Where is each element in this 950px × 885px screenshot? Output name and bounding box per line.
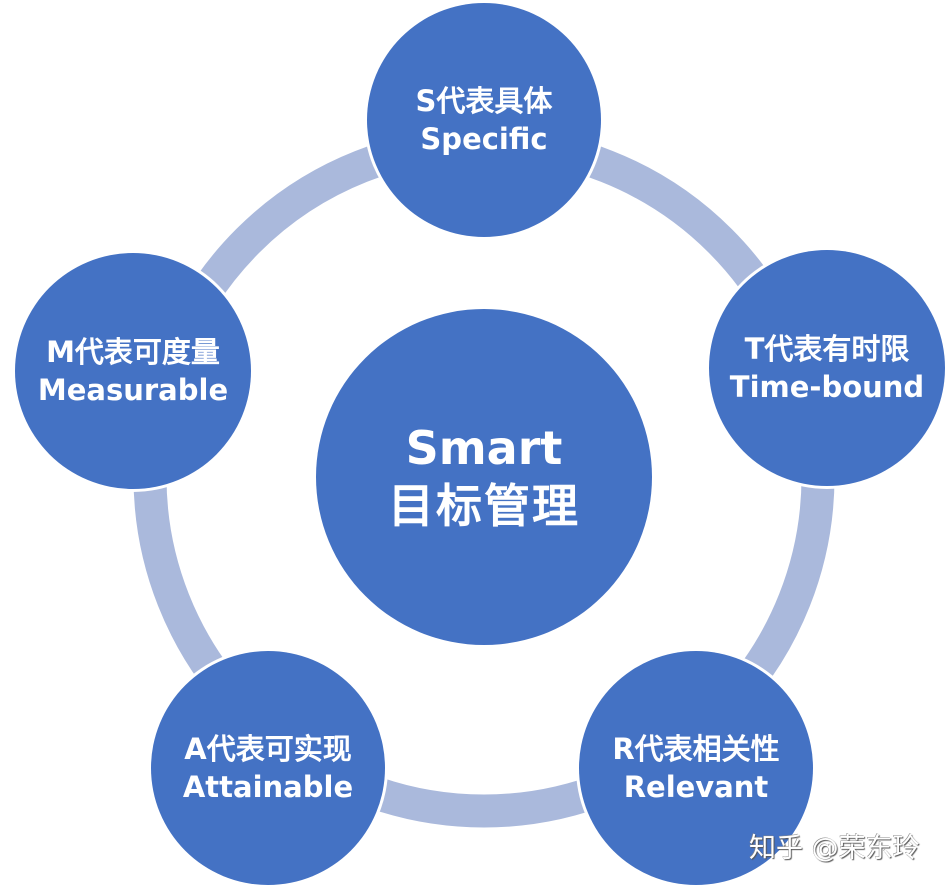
node-timebound: T代表有时限 Time-bound: [709, 250, 945, 486]
watermark-text: 知乎 @荣东玲: [749, 833, 920, 864]
center-title-zh: 目标管理: [388, 479, 580, 533]
node-attainable-en: Attainable: [182, 770, 354, 804]
node-measurable: M代表可度量 Measurable: [15, 253, 251, 489]
node-specific-en: Specific: [420, 122, 548, 156]
node-relevant-en: Relevant: [623, 770, 769, 804]
node-timebound-en: Time-bound: [729, 370, 925, 404]
node-relevant-zh: R代表相关性: [612, 732, 780, 766]
node-measurable-zh: M代表可度量: [46, 335, 220, 369]
node-attainable: A代表可实现 Attainable: [151, 651, 385, 885]
center-node-smart: Smart 目标管理: [316, 309, 652, 645]
center-title-en: Smart: [405, 421, 563, 475]
node-timebound-zh: T代表有时限: [744, 332, 910, 366]
node-measurable-en: Measurable: [37, 373, 229, 407]
node-attainable-zh: A代表可实现: [184, 732, 352, 766]
node-relevant: R代表相关性 Relevant: [579, 651, 813, 885]
node-specific: S代表具体 Specific: [367, 3, 601, 237]
node-specific-zh: S代表具体: [415, 84, 553, 118]
